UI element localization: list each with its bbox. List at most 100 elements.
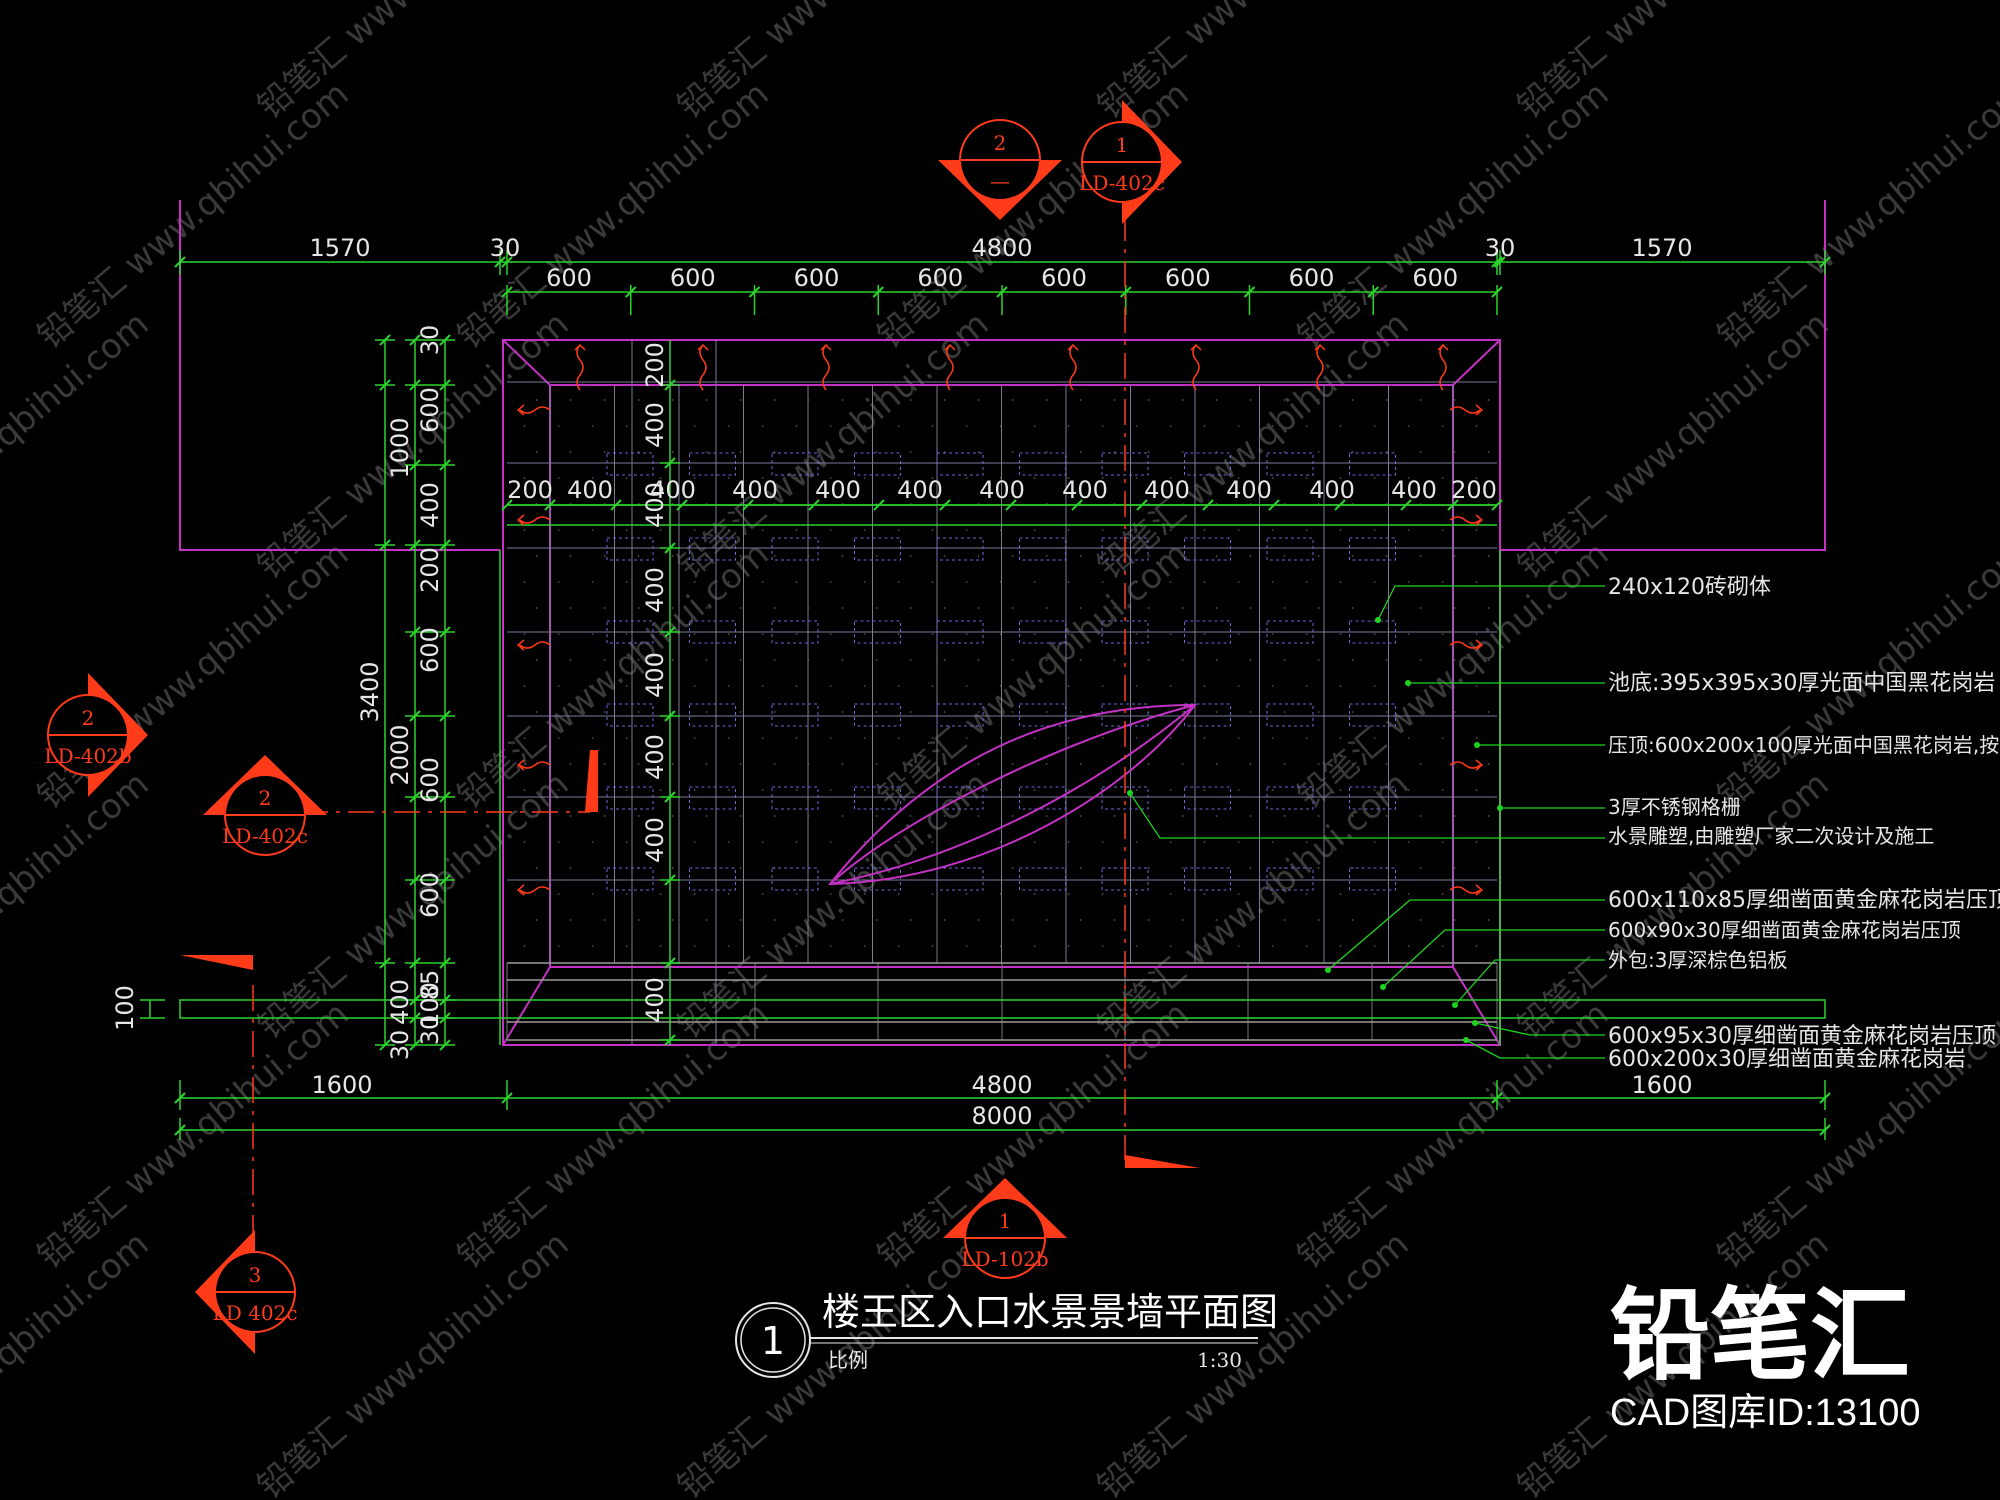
annotation: 外包:3厚深棕色铝板	[1452, 948, 1787, 1008]
left-bottom-dim: 100	[416, 982, 444, 1028]
top-overall-dim: 30	[1485, 234, 1516, 262]
title-number-circle	[735, 1302, 811, 1378]
scale-value: 1:30	[1197, 1348, 1242, 1372]
left-detail-dim: 400	[416, 482, 444, 528]
section-mark-ref: —	[990, 169, 1010, 193]
inner-grid-dim: 200	[507, 476, 553, 504]
section-mark-number: 2	[994, 131, 1007, 155]
water-jet-symbols	[516, 343, 1484, 896]
curb-line	[179, 999, 1826, 1019]
inner-grid-dim: 400	[815, 476, 861, 504]
annotation-text: 600x95x30厚细凿面黄金麻花岗岩压顶	[1608, 1024, 1996, 1049]
section-mark-ref: LD 402c	[212, 1301, 297, 1325]
inner-row-dim: 400	[641, 652, 669, 698]
inner-grid-dim: 400	[1226, 476, 1272, 504]
top-panel-dim: 600	[794, 264, 840, 292]
leaf-sculpture	[827, 703, 1198, 886]
bottom-part-dim: 1600	[311, 1071, 372, 1099]
brand-watermark: 铅笔汇 CAD图库ID:13100	[1610, 1277, 1920, 1434]
top-panel-dim: 600	[670, 264, 716, 292]
annotation-text: 3厚不锈钢格栅	[1608, 795, 1741, 819]
inner-row-dim: 400	[641, 977, 669, 1023]
top-panel-dim: 600	[1041, 264, 1087, 292]
brand-logo-text: 铅笔汇	[1610, 1277, 1910, 1394]
inner-grid-dim: 400	[650, 476, 696, 504]
left-detail-dim: 200	[416, 547, 444, 593]
section-mark-number: 1	[1116, 133, 1129, 157]
section-marker: 1LD-102b	[943, 1178, 1067, 1279]
section-mark-ref: LD-102b	[961, 1247, 1048, 1271]
inner-row-dim: 200	[641, 342, 669, 388]
dimension-texts: 1570 30 4800 30 1570 600 600 600 600 600 600 600 600…	[111, 234, 1693, 1130]
bottom-total-dim: 8000	[971, 1102, 1032, 1130]
section-mark-ref: LD-402c	[1079, 171, 1165, 195]
left-bottom-dim: 400	[386, 979, 414, 1025]
annotation: 600x200x30厚细凿面黄金麻花岗岩	[1463, 1037, 1966, 1072]
annotation-text: 240x120砖砌体	[1608, 575, 1771, 600]
annotation-text: 外包:3厚深棕色铝板	[1608, 948, 1787, 972]
bottom-part-dim: 4800	[971, 1071, 1032, 1099]
annotation: 3厚不锈钢格栅	[1497, 795, 1741, 819]
inner-row-dim: 400	[641, 567, 669, 613]
left-detail-dim: 30	[416, 325, 444, 356]
annotation: 压顶:600x200x100厚光面中国黑花岗岩,按型加工	[1474, 733, 2000, 757]
top-panel-dim: 600	[1289, 264, 1335, 292]
left-detail-dim: 600	[416, 872, 444, 918]
annotation: 600x90x30厚细凿面黄金麻花岗岩压顶	[1380, 918, 1961, 990]
inner-row-dim: 400	[641, 482, 669, 528]
left-bottom-dim: 30	[416, 1015, 444, 1046]
annotation: 水景雕塑,由雕塑厂家二次设计及施工	[1127, 790, 1934, 848]
inner-grid-dim: 400	[1391, 476, 1437, 504]
left-group-dim: 2000	[386, 724, 414, 785]
section-marker: 2—	[938, 119, 1062, 220]
top-overall-dim: 30	[490, 234, 521, 262]
left-bottom-dim: 85	[416, 970, 444, 1001]
section-mark-number: 3	[249, 1263, 262, 1287]
left-detail-dim: 600	[416, 627, 444, 673]
inner-grid-dim: 200	[1451, 476, 1497, 504]
annotation-leaders: 240x120砖砌体池底:395x395x30厚光面中国黑花岗岩压顶:600x2…	[1127, 575, 2000, 1072]
section-marker: 1LD-402c	[1079, 100, 1182, 224]
section-cut-arrows	[180, 750, 1200, 1168]
inner-grid-dim: 400	[1062, 476, 1108, 504]
title-block: 1 楼王区入口水景景墙平面图 比例 1:30	[735, 1290, 1278, 1378]
top-panel-dim: 600	[1412, 264, 1458, 292]
annotation-text: 水景雕塑,由雕塑厂家二次设计及施工	[1608, 824, 1934, 848]
scale-label: 比例	[828, 1348, 868, 1372]
section-marker: 3 LD 402c	[195, 1230, 298, 1354]
annotation-text: 压顶:600x200x100厚光面中国黑花岗岩,按型加工	[1608, 733, 2000, 757]
title-number: 1	[761, 1319, 785, 1363]
left-bottom-dim: 30	[386, 1030, 414, 1061]
section-mark-number: 2	[82, 706, 95, 730]
inner-row-dim: 400	[641, 817, 669, 863]
section-mark-ref: LD-402b	[44, 744, 131, 768]
annotation-text: 600x110x85厚细凿面黄金麻花岗岩压顶,按型加工	[1608, 888, 2000, 913]
section-mark-number: 2	[259, 786, 272, 810]
inner-grid-dim: 400	[732, 476, 778, 504]
title-number-inner	[740, 1307, 806, 1373]
bottom-part-dim: 1600	[1631, 1071, 1692, 1099]
annotation: 池底:395x395x30厚光面中国黑花岗岩	[1405, 671, 1995, 696]
inner-grid-dim: 400	[897, 476, 943, 504]
section-marker: 2LD-402b	[44, 673, 148, 797]
left-detail-dim: 600	[416, 387, 444, 433]
top-overall-dim: 1570	[1631, 234, 1692, 262]
inner-row-dim: 400	[641, 734, 669, 780]
top-overall-dim: 4800	[971, 234, 1032, 262]
inner-grid-dim: 400	[979, 476, 1025, 504]
annotation: 600x110x85厚细凿面黄金麻花岗岩压顶,按型加工	[1325, 888, 2000, 973]
inner-grid-dim: 400	[1144, 476, 1190, 504]
section-mark-number: 1	[999, 1209, 1012, 1233]
top-panel-dim: 600	[546, 264, 592, 292]
cad-library-id: CAD图库ID:13100	[1610, 1392, 1920, 1434]
annotation: 240x120砖砌体	[1375, 575, 1771, 623]
drawing-title: 楼王区入口水景景墙平面图	[822, 1290, 1278, 1334]
top-panel-dim: 600	[917, 264, 963, 292]
curb-height-dim: 100	[111, 985, 139, 1031]
dimension-lines	[140, 250, 1831, 1140]
inner-grid-dim: 400	[567, 476, 613, 504]
inner-row-dim: 400	[641, 402, 669, 448]
top-overall-dim: 1570	[309, 234, 370, 262]
